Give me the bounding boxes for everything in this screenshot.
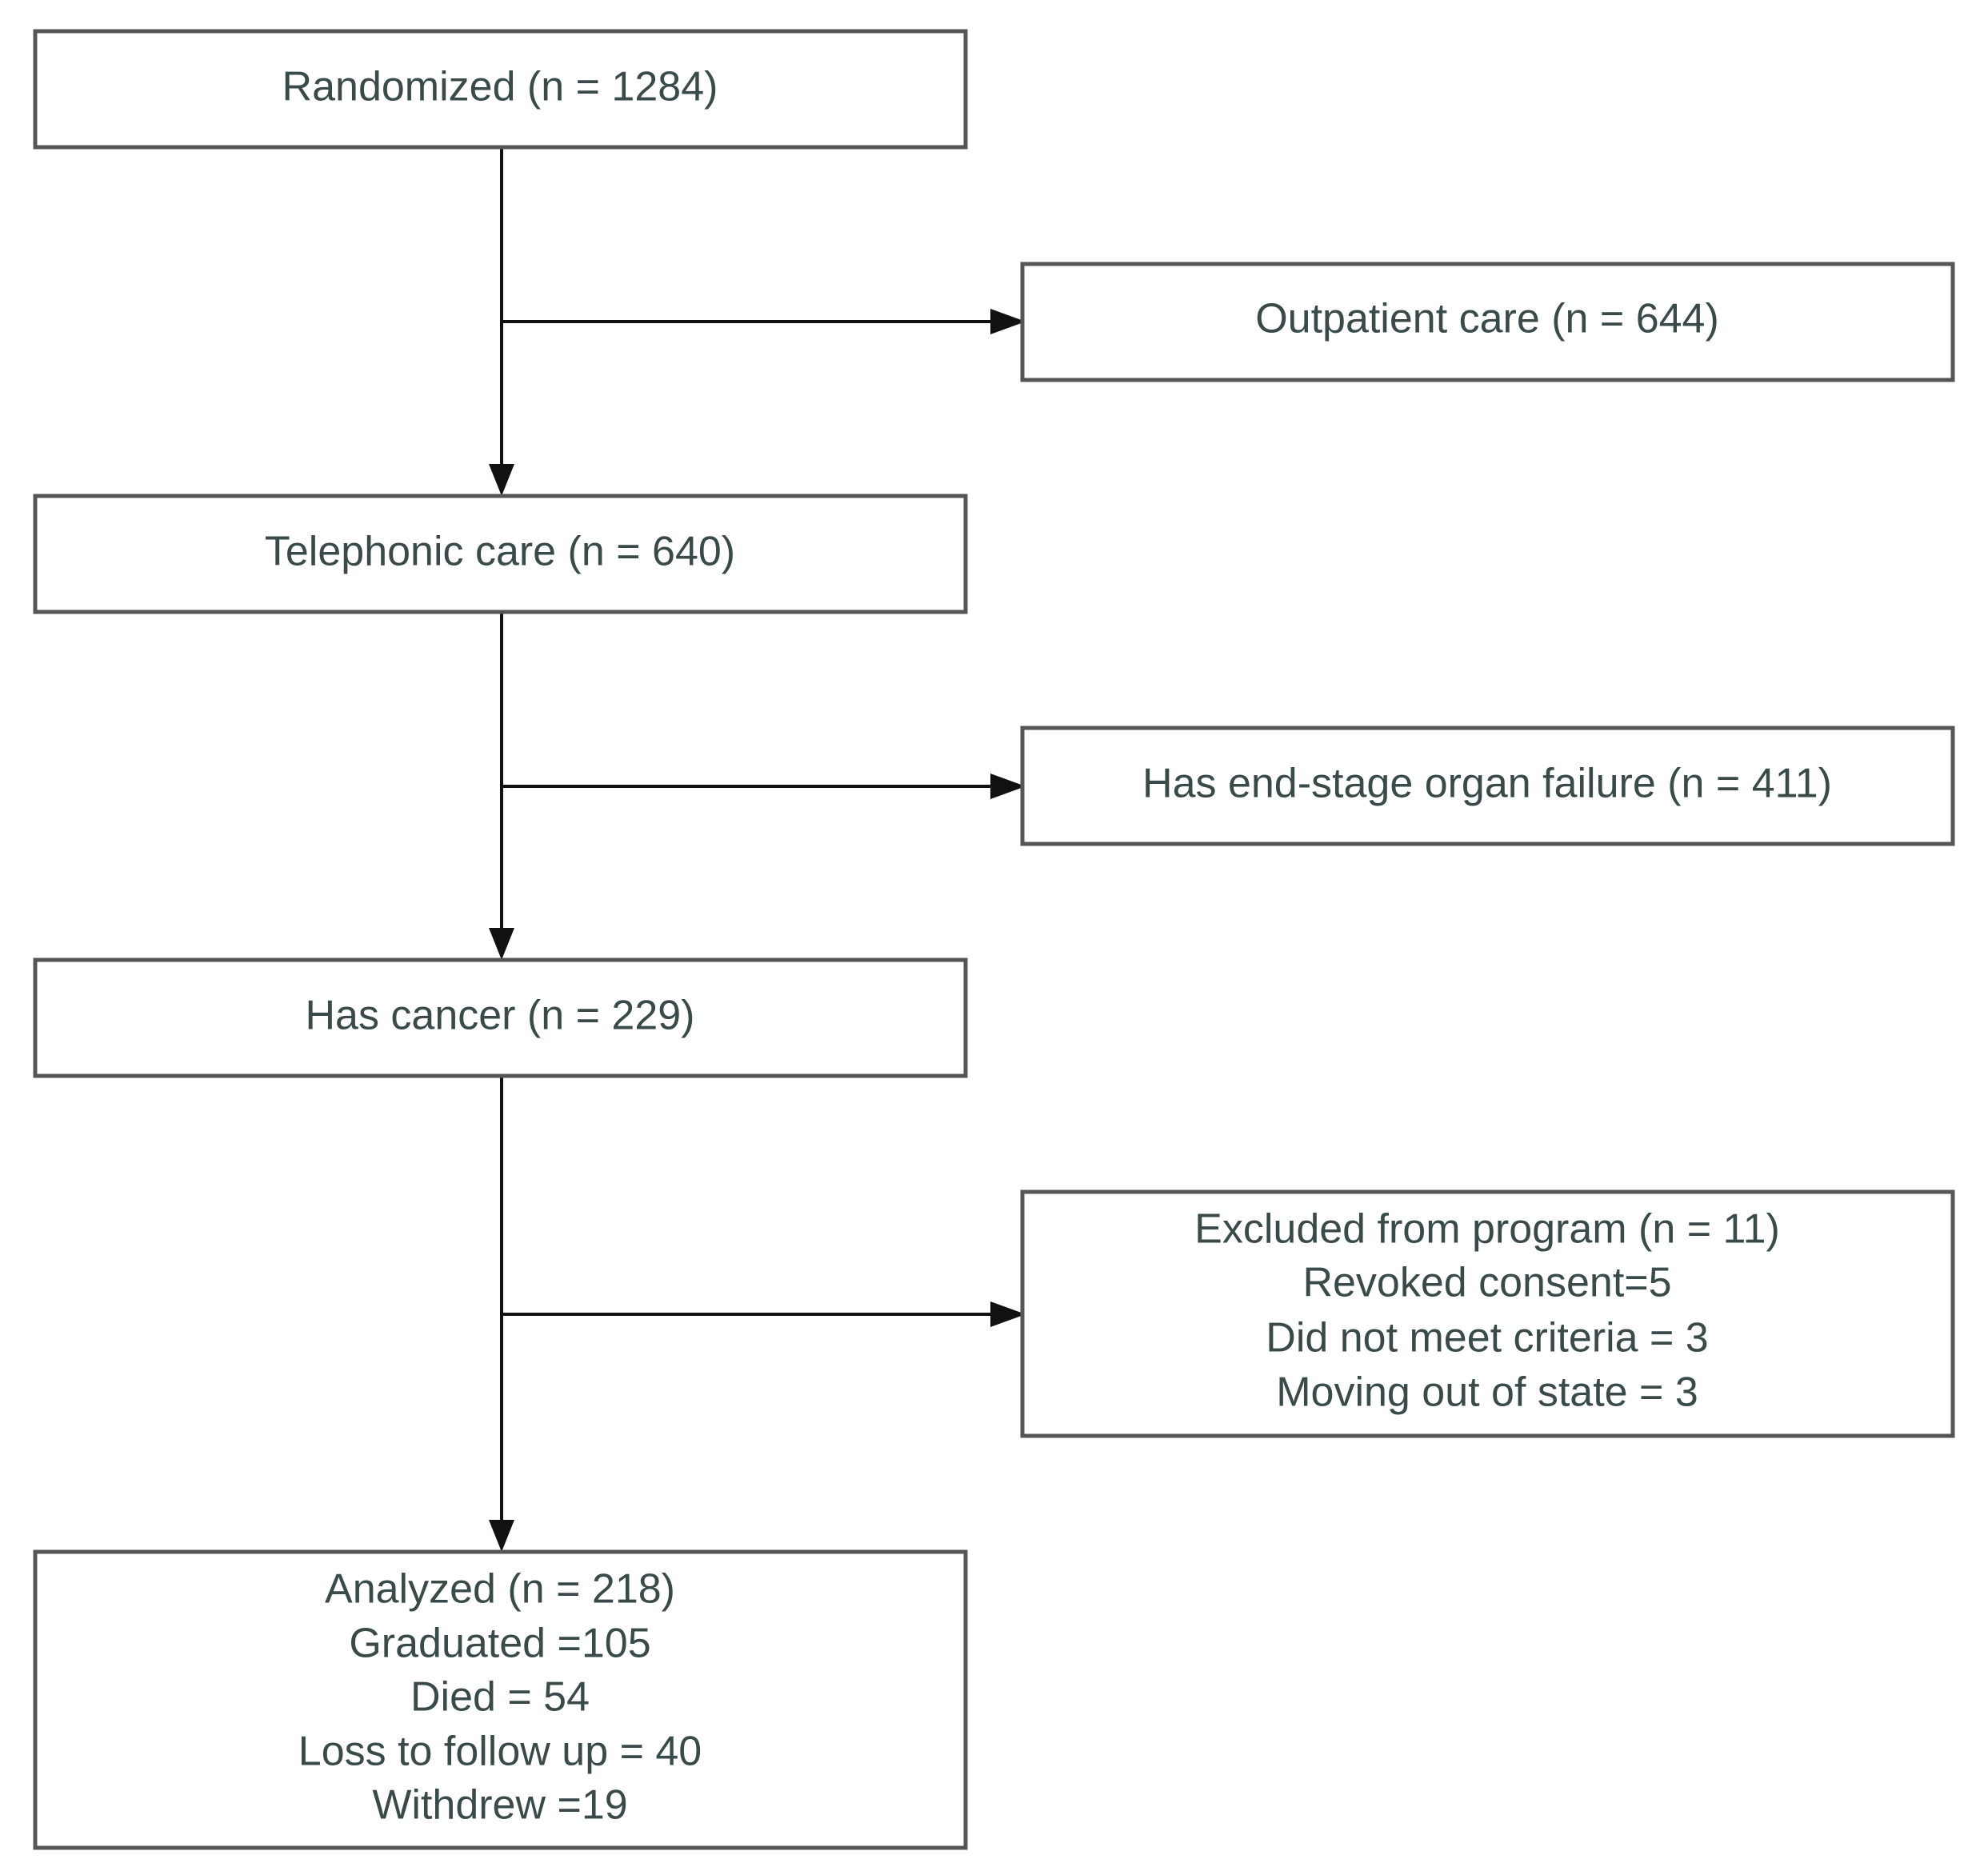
- randomized-box: Randomized (n = 1284): [33, 29, 968, 150]
- cancer-box: Has cancer (n = 229): [33, 957, 968, 1078]
- cancer-label: Has cancer (n = 229): [305, 993, 694, 1039]
- analyzed-title: Analyzed (n = 218): [325, 1566, 675, 1613]
- excluded-box: Excluded from program (n = 11) Revoked c…: [1020, 1189, 1955, 1438]
- telephonic-care-label: Telephonic care (n = 640): [265, 529, 735, 575]
- analyzed-line: Loss to follow up = 40: [298, 1729, 702, 1775]
- analyzed-box: Analyzed (n = 218) Graduated =105 Died =…: [33, 1549, 968, 1850]
- arrow-down-icon: [489, 464, 514, 496]
- arrow-right-icon: [990, 774, 1026, 799]
- organ-failure-box: Has end-stage organ failure (n = 411): [1020, 726, 1955, 846]
- outpatient-care-box: Outpatient care (n = 644): [1020, 262, 1955, 382]
- outpatient-care-label: Outpatient care (n = 644): [1255, 296, 1719, 342]
- randomized-label: Randomized (n = 1284): [282, 64, 718, 110]
- excluded-line: Moving out of state = 3: [1276, 1369, 1698, 1416]
- excluded-line: Revoked consent=5: [1302, 1260, 1671, 1306]
- analyzed-line: Died = 54: [410, 1674, 590, 1721]
- analyzed-line: Graduated =105: [349, 1621, 650, 1667]
- excluded-title: Excluded from program (n = 11): [1194, 1206, 1780, 1253]
- arrow-down-icon: [489, 928, 514, 960]
- telephonic-care-box: Telephonic care (n = 640): [33, 494, 968, 614]
- analyzed-line: Withdrew =19: [372, 1782, 627, 1829]
- excluded-line: Did not meet criteria = 3: [1266, 1315, 1708, 1361]
- arrow-right-icon: [990, 1301, 1026, 1327]
- arrow-right-icon: [990, 309, 1026, 334]
- organ-failure-label: Has end-stage organ failure (n = 411): [1142, 761, 1832, 807]
- arrow-down-icon: [489, 1520, 514, 1552]
